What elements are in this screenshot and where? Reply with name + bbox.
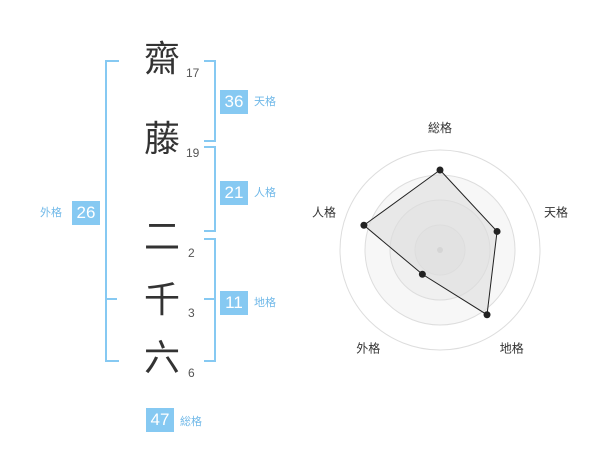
- stroke-count-3: 2: [188, 246, 195, 260]
- radar-point: [360, 221, 368, 229]
- radar-series-polygon: [363, 169, 498, 316]
- gaikaku-bracket-divider: [105, 298, 117, 300]
- jinkaku-bracket: [204, 146, 216, 232]
- gaikaku-label: 外格: [40, 206, 62, 219]
- stroke-count-4: 3: [188, 306, 195, 320]
- radar-axis-label: 総格: [428, 120, 452, 135]
- soukaku-label: 総格: [180, 415, 202, 428]
- tenkaku-bracket: [204, 60, 216, 142]
- stroke-count-2: 19: [186, 146, 200, 160]
- radar-axis-label: 天格: [544, 204, 568, 219]
- radar-point: [436, 166, 444, 174]
- radar-point: [483, 311, 491, 319]
- name-char-1: 齋: [143, 39, 180, 80]
- stroke-count-5: 6: [188, 366, 195, 380]
- gaikaku-bracket: [105, 60, 119, 362]
- chikaku-bracket-divider: [204, 298, 216, 300]
- jinkaku-label: 人格: [254, 186, 276, 199]
- chikaku-value: 11: [220, 291, 248, 315]
- chikaku-bracket: [204, 238, 216, 362]
- radar-axis-label: 外格: [356, 341, 380, 356]
- tenkaku-value: 36: [220, 90, 248, 114]
- tenkaku-label: 天格: [254, 95, 276, 108]
- radar-axis-label: 人格: [312, 204, 336, 219]
- name-char-4: 千: [143, 280, 180, 321]
- name-char-3: 二: [143, 217, 180, 258]
- jinkaku-value: 21: [220, 181, 248, 205]
- radar-point: [418, 270, 426, 278]
- radar-point: [493, 227, 501, 235]
- chikaku-label: 地格: [254, 296, 276, 309]
- radar-axis-label: 地格: [500, 341, 524, 356]
- soukaku-value: 47: [146, 408, 174, 432]
- name-char-5: 六: [143, 338, 180, 379]
- gaikaku-value: 26: [72, 201, 100, 225]
- stroke-count-1: 17: [186, 66, 200, 80]
- name-char-2: 藤: [143, 119, 180, 160]
